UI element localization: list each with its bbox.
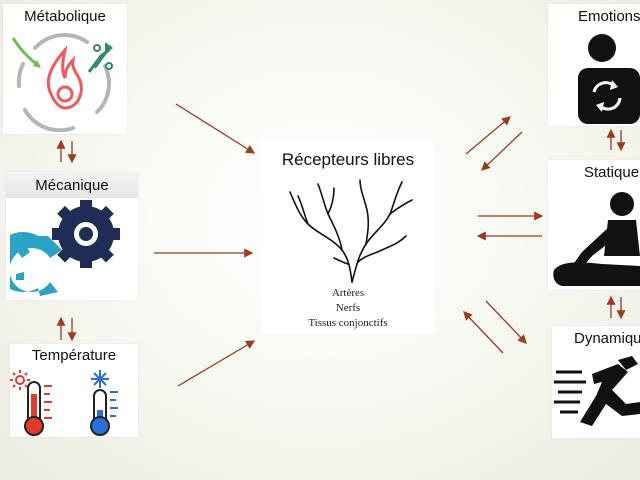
recepteurs-libres-title: Récepteurs libres [281, 150, 415, 169]
arrow-center-to-dynamique [485, 300, 527, 344]
mecanique-card: Mécanique [6, 172, 138, 300]
statique-title: Statique [584, 164, 640, 181]
center-item-nerfs: Nerfs [335, 302, 361, 314]
emotion-cycle-person-icon [578, 34, 640, 124]
center-item-tissus: Tissus conjonctifs [308, 317, 388, 329]
temperature-title: Température [31, 347, 117, 364]
meditation-person-icon [553, 192, 640, 286]
arrow-emotions-to-center [481, 131, 523, 171]
dynamique-card: Dynamique [552, 326, 640, 438]
gears-icon [10, 200, 120, 296]
metabolique-title: Métabolique [24, 8, 106, 25]
temperature-card: Température [10, 344, 138, 437]
fire-cycle-icon [11, 33, 113, 132]
sun-icon [10, 370, 30, 390]
thermometers-icon [10, 370, 118, 436]
mecanique-header [6, 172, 138, 198]
running-person-icon [554, 356, 640, 426]
center-item-arteres: Artères [331, 287, 365, 299]
arrow-metabolique-to-center [175, 103, 256, 154]
mecanique-title: Mécanique [35, 177, 109, 194]
nerve-tree-icon [289, 179, 413, 283]
arrow-center-to-emotions [465, 116, 511, 155]
dynamique-title: Dynamique [574, 330, 640, 347]
arrow-temperature-to-center [177, 340, 256, 387]
statique-card: Statique [548, 160, 640, 290]
arrow-dynamique-to-center [463, 311, 504, 354]
emotions-title: Emotions [578, 8, 640, 25]
metabolique-card: Métabolique [3, 4, 127, 134]
recepteurs-libres-box: Récepteurs libres Artères Nerfs Tissus c… [262, 140, 434, 334]
snowflake-icon [91, 370, 109, 388]
emotions-card: Emotions [548, 4, 640, 126]
